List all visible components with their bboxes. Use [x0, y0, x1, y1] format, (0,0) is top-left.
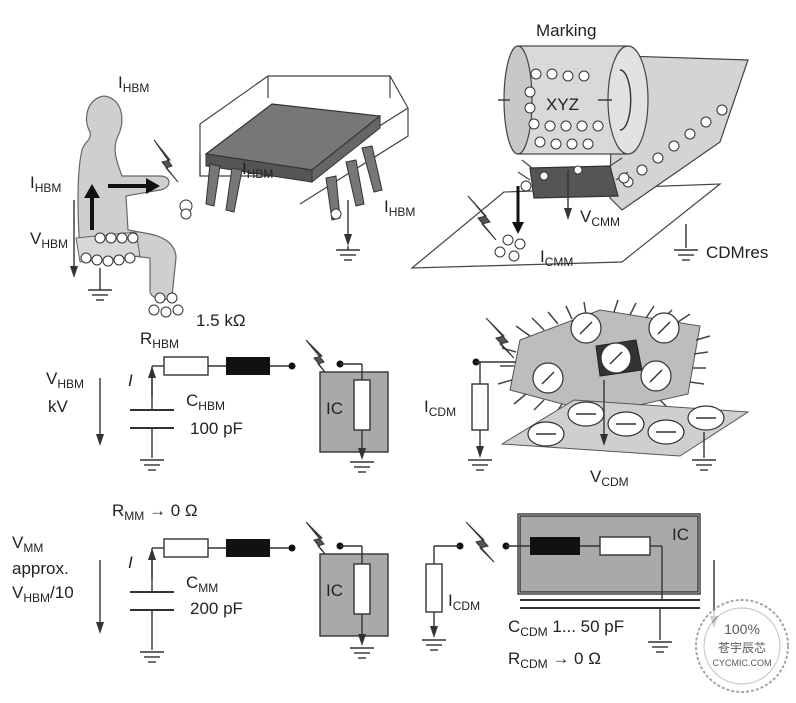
chip-top-charges: [532, 312, 680, 394]
c-hbm-label: CHBM: [186, 391, 225, 413]
chip-text: XYZ: [546, 95, 579, 114]
mm-ic-label: IC: [326, 581, 343, 600]
watermark-site: CYCMIC.COM: [713, 658, 772, 668]
inverted-chip: [529, 165, 619, 199]
cdm-cylinder: [498, 45, 649, 155]
c-hbm-value: 100 pF: [190, 419, 243, 438]
watermark-name: 苍宇辰芯: [718, 641, 766, 655]
cdm-spark-icon: [467, 195, 497, 241]
plate-charges: [494, 234, 526, 262]
plate-negative-charges: [527, 401, 725, 447]
hbm-circuit: RHBM VHBM kV I CHBM 100 pF IC: [46, 329, 389, 473]
cdm-plate-spark-icon: [485, 317, 515, 359]
v-hbm-unit: kV: [48, 397, 69, 416]
r-mm-resistor: [163, 538, 209, 558]
i-hbm-label: I: [128, 371, 133, 390]
cdm-inductor: [530, 537, 580, 555]
body-arrow-head: [84, 184, 100, 198]
cylinder-charges: [524, 68, 604, 150]
c-mm-value: 200 pF: [190, 599, 243, 618]
mm-circuit: RMM → 0 Ω VMM approx. VHBM/10 I CMM 200 …: [12, 501, 389, 663]
cdm-scene: Marking XYZ: [410, 21, 768, 269]
chip-ground: [336, 246, 360, 261]
hbm-inductor: [226, 357, 270, 375]
hbm-voltage-label: VHBM: [30, 229, 68, 251]
r-cdm-label: RCDM → 0 Ω: [508, 649, 601, 671]
hbm-ic-label: IC: [326, 399, 343, 418]
i-mm-label: I: [128, 553, 133, 572]
i-cdm-plate-label: ICDM: [424, 397, 456, 419]
r-hbm-label: RHBM: [140, 329, 179, 351]
v-mm-ratio: VHBM/10: [12, 583, 74, 605]
spark-icon: [153, 139, 179, 183]
hbm-current-chip: IHBM: [242, 159, 273, 181]
hbm-current-top: IHBM: [118, 73, 149, 95]
c-cdm-label: CCDM 1... 50 pF: [508, 617, 624, 639]
ground-plate: [410, 183, 722, 269]
cdm-plate-resistor: [471, 383, 489, 431]
i-cdm-circuit-label: ICDM: [448, 591, 480, 613]
cdm-circuit-resistor: [425, 563, 443, 613]
cdm-plate-scene: ICDM VCDM: [424, 299, 750, 489]
cdm-ic-label: IC: [672, 525, 689, 544]
mm-inductor: [226, 539, 270, 557]
hbm-current-right: IHBM: [384, 197, 415, 219]
v-hbm-label: VHBM: [46, 369, 84, 391]
watermark-percent: 100%: [724, 621, 760, 637]
cdm-circuit-spark-icon: [465, 521, 495, 563]
cdm-ic-resistor: [599, 536, 651, 556]
r-mm-label: RMM → 0 Ω: [112, 501, 198, 523]
c-mm-label: CMM: [186, 573, 218, 595]
cdm-res-label: CDMres: [706, 243, 768, 262]
cmm-voltage-label: VCMM: [580, 207, 620, 229]
person-ground: [88, 268, 112, 301]
cmm-current-label: ICMM: [540, 247, 573, 269]
dip-chip: [180, 75, 409, 221]
spark-gap-node: [288, 362, 296, 370]
person-charges: [80, 199, 193, 318]
hbm-current-left: IHBM: [30, 173, 61, 195]
hbm-scene: IHBM IHBM IHBM IHBM VHBM 1.5 kΩ: [30, 73, 415, 330]
marking-label: Marking: [536, 21, 596, 40]
v-cdm-plate-label: VCDM: [590, 467, 629, 489]
cdm-circuit: ICDM IC CCDM 1... 50 pF RCDM → 0 Ω: [422, 513, 718, 671]
hbm-resistance-label: 1.5 kΩ: [196, 311, 246, 330]
v-mm-label: VMM: [12, 533, 43, 555]
v-mm-approx: approx.: [12, 559, 69, 578]
r-hbm-resistor: [163, 356, 209, 376]
arm-arrow-head: [146, 178, 160, 194]
watermark-stamp: 100% 苍宇辰芯 CYCMIC.COM: [695, 599, 789, 693]
cdm-ground: [674, 249, 698, 261]
